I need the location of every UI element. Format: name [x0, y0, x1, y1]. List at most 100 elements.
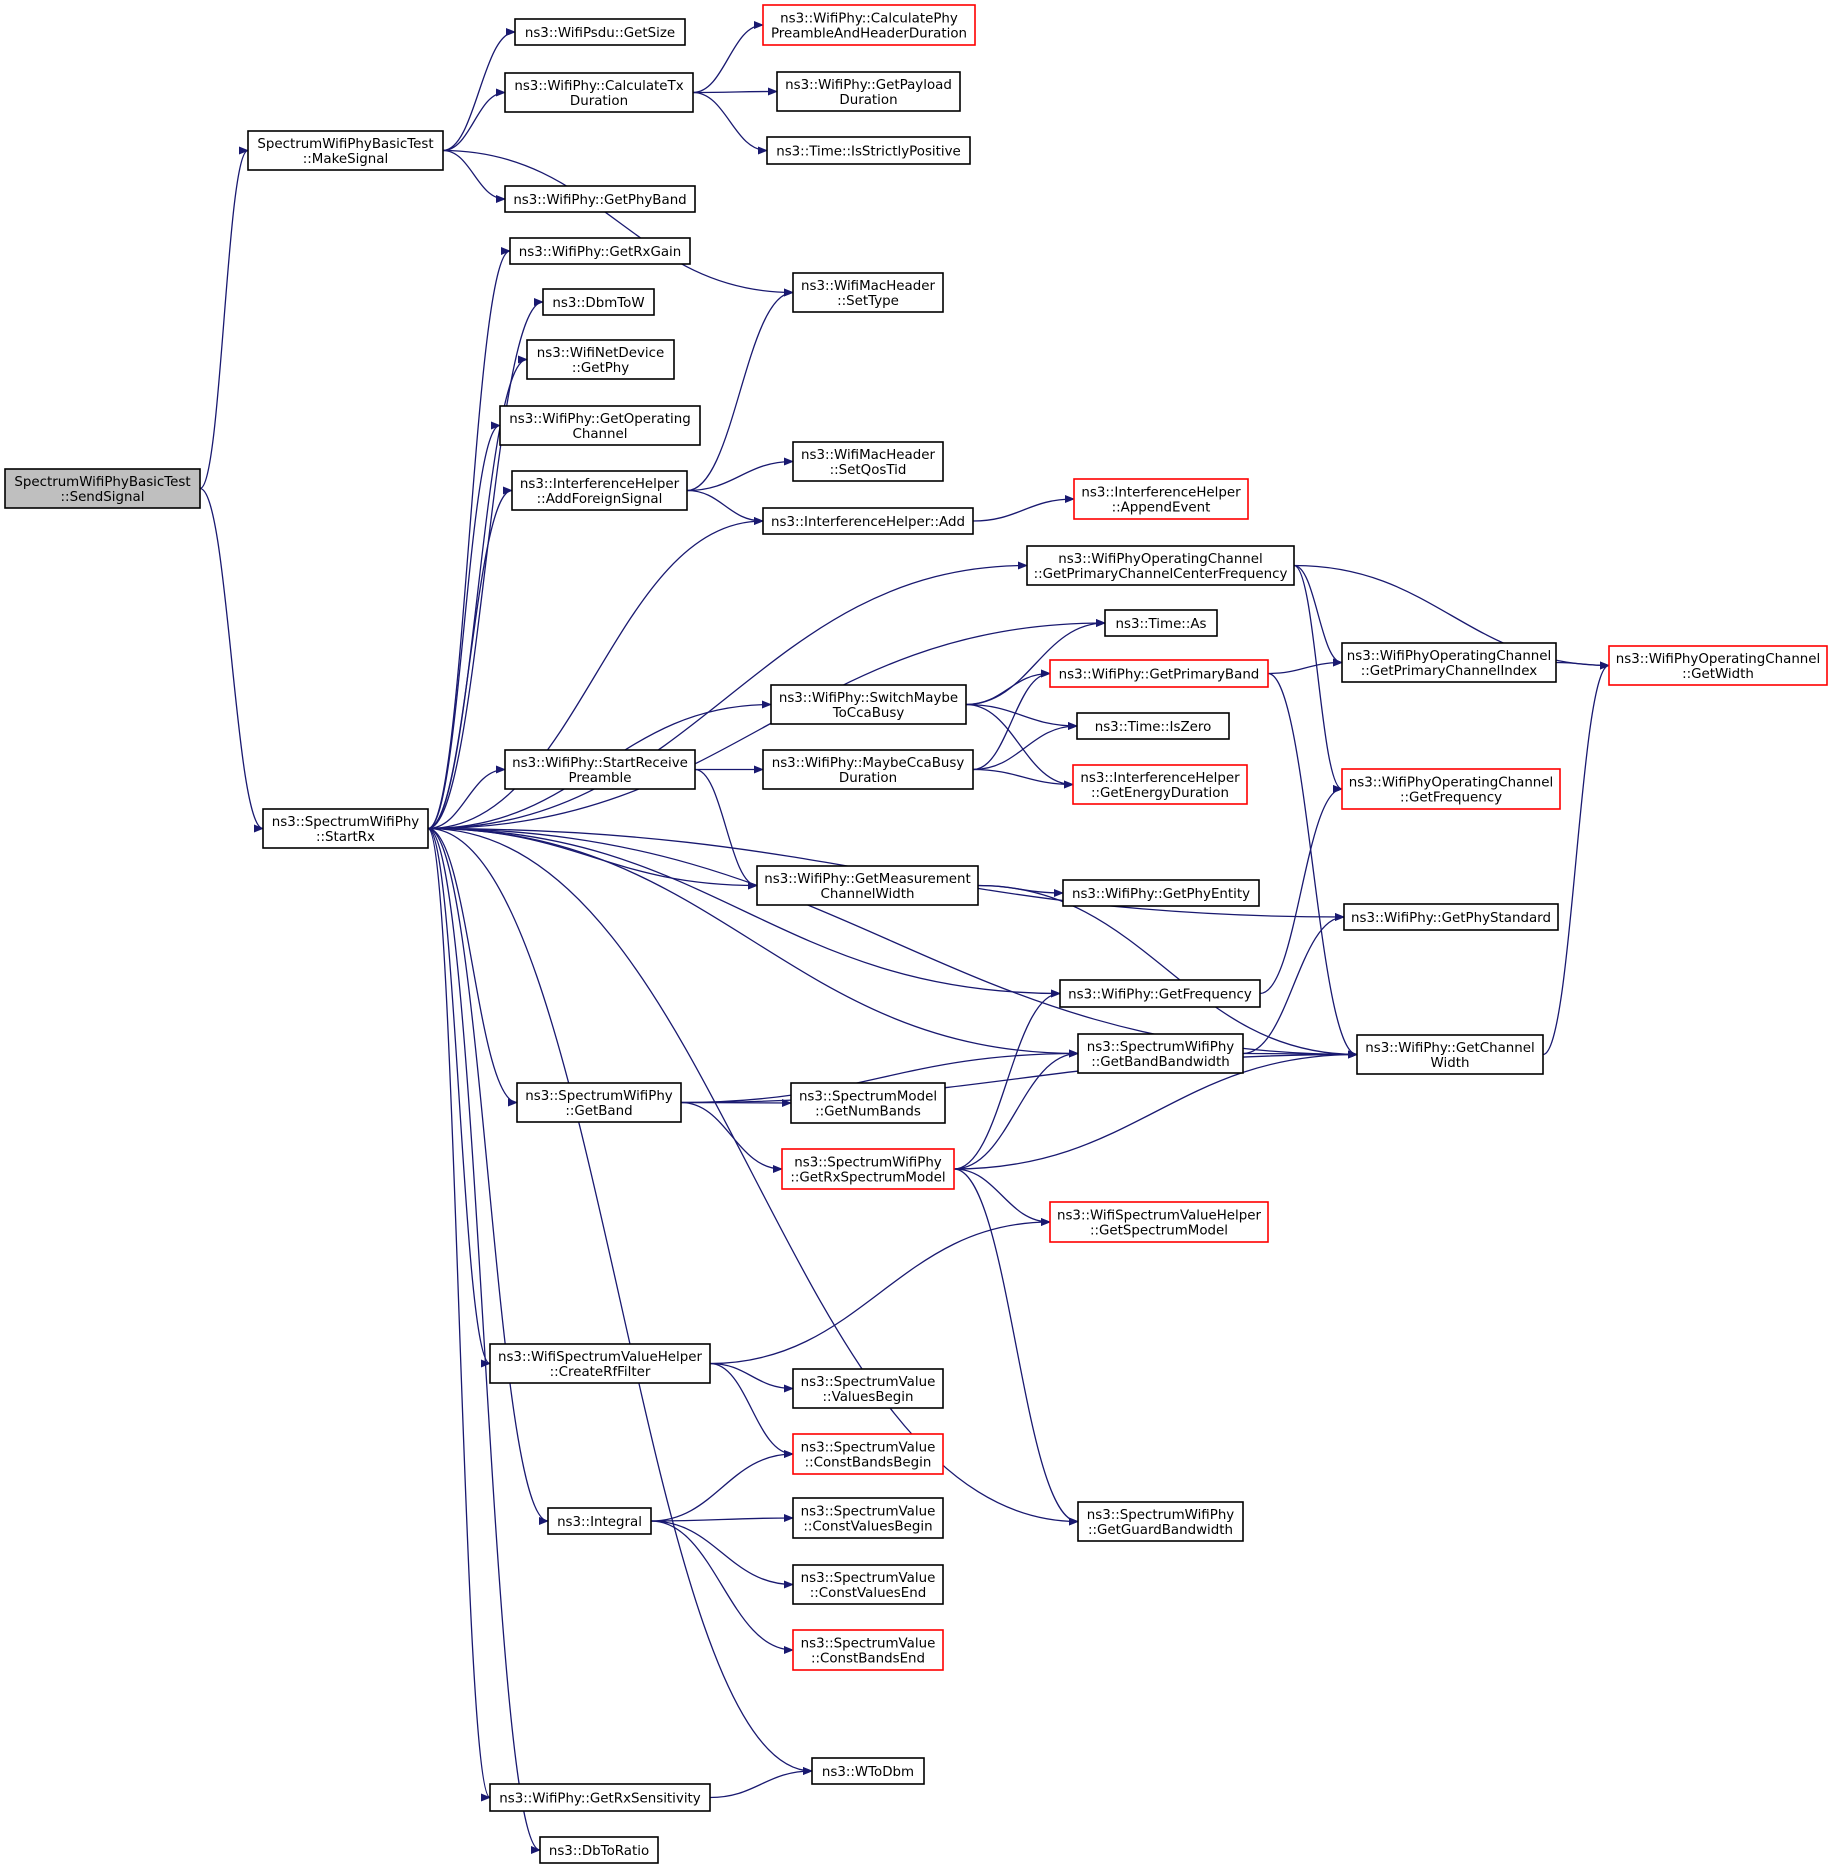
graph-edge-primcenter-to-opchan-freq [1293, 564, 1343, 793]
graph-node-getrxgain[interactable]: ns3::WifiPhy::GetRxGain [509, 237, 691, 265]
graph-edge-switchcca-to-iszero [965, 703, 1078, 730]
graph-node-valbegin[interactable]: ns3::SpectrumValue::ValuesBegin [792, 1368, 944, 1409]
node-label: ns3::InterferenceHelper::Add [771, 515, 965, 530]
edge-line [199, 487, 264, 833]
node-box [1608, 645, 1828, 686]
node-box [762, 749, 974, 790]
graph-node-isstrict[interactable]: ns3::Time::IsStrictlyPositive [766, 136, 971, 165]
graph-node-primcenter[interactable]: ns3::WifiPhyOperatingChannel::GetPrimary… [1026, 545, 1295, 586]
node-label: ::MakeSignal [303, 152, 388, 167]
node-label: ::GetEnergyDuration [1091, 786, 1229, 801]
graph-node-setqostid[interactable]: ns3::WifiMacHeader::SetQosTid [792, 441, 944, 482]
graph-node-time-as[interactable]: ns3::Time::As [1104, 609, 1218, 637]
graph-edge-primcenter-to-primindex [1293, 564, 1343, 667]
node-label: ::ConstValuesBegin [803, 1520, 932, 1535]
node-label: ns3::SpectrumValue [801, 1441, 936, 1456]
graph-node-addforeign[interactable]: ns3::InterferenceHelper::AddForeignSigna… [511, 470, 688, 511]
graph-node-rxspec[interactable]: ns3::SpectrumWifiPhy::GetRxSpectrumModel [781, 1148, 955, 1190]
graph-node-makesignal[interactable]: SpectrumWifiPhyBasicTest::MakeSignal [247, 130, 444, 171]
edge-line [1293, 564, 1610, 670]
node-label: ::GetWidth [1682, 667, 1754, 682]
graph-node-ih-add[interactable]: ns3::InterferenceHelper::Add [762, 507, 974, 535]
graph-node-cvalbegin[interactable]: ns3::SpectrumValue::ConstValuesBegin [792, 1497, 944, 1539]
node-label: ns3::WifiPhy::GetPhyEntity [1072, 887, 1250, 902]
graph-node-appendevent[interactable]: ns3::InterferenceHelper::AppendEvent [1073, 478, 1249, 520]
graph-node-cvalend[interactable]: ns3::SpectrumValue::ConstValuesEnd [792, 1564, 944, 1605]
node-label: Duration [839, 771, 897, 786]
edge-line [977, 884, 1358, 1059]
graph-node-getprimband[interactable]: ns3::WifiPhy::GetPrimaryBand [1049, 659, 1269, 688]
graph-node-getphyentity[interactable]: ns3::WifiPhy::GetPhyEntity [1062, 879, 1260, 907]
node-box [1356, 1034, 1544, 1075]
graph-node-primindex[interactable]: ns3::WifiPhyOperatingChannel::GetPrimary… [1341, 642, 1557, 683]
edge-line [686, 457, 794, 492]
edge-line [650, 1450, 794, 1522]
node-box [766, 136, 971, 165]
graph-node-psdu-getsize[interactable]: ns3::WifiPsdu::GetSize [514, 18, 686, 46]
graph-edge-startrx-to-primcenter [427, 561, 1028, 830]
graph-edge-rxspec-to-bandbw [953, 1049, 1079, 1170]
node-label: ChannelWidth [821, 887, 915, 902]
edge-line [1293, 564, 1343, 793]
graph-edge-rffilter-to-cbandsbegin [709, 1362, 794, 1458]
node-box [247, 130, 444, 171]
node-label: ns3::InterferenceHelper [1080, 771, 1240, 786]
graph-edge-startrx-to-rffilter [427, 827, 491, 1368]
graph-node-opchan-width[interactable]: ns3::WifiPhyOperatingChannel::GetWidth [1608, 645, 1828, 686]
node-label: ::SendSignal [61, 490, 145, 505]
graph-node-rxsens[interactable]: ns3::WifiPhy::GetRxSensitivity [489, 1783, 711, 1812]
graph-edge-startrx-to-getband [427, 827, 518, 1107]
graph-node-netdev-getphy[interactable]: ns3::WifiNetDevice::GetPhy [526, 339, 675, 380]
graph-node-root[interactable]: SpectrumWifiPhyBasicTest::SendSignal [4, 468, 201, 509]
graph-edge-addforeign-to-ih-add [686, 489, 764, 525]
node-box [792, 1564, 944, 1605]
graph-node-numbands[interactable]: ns3::SpectrumModel::GetNumBands [790, 1082, 946, 1124]
graph-node-energydur[interactable]: ns3::InterferenceHelper::GetEnergyDurati… [1072, 764, 1248, 805]
graph-node-cbandsend[interactable]: ns3::SpectrumValue::ConstBandsEnd [792, 1629, 944, 1671]
graph-node-wtodbm[interactable]: ns3::WToDbm [811, 1757, 925, 1785]
graph-node-getfreq[interactable]: ns3::WifiPhy::GetFrequency [1059, 979, 1261, 1008]
graph-node-getband[interactable]: ns3::SpectrumWifiPhy::GetBand [516, 1082, 682, 1123]
graph-node-guardbw[interactable]: ns3::SpectrumWifiPhy::GetGuardBandwidth [1077, 1501, 1244, 1542]
node-label: ::SetType [837, 294, 899, 309]
graph-node-bandbw[interactable]: ns3::SpectrumWifiPhy::GetBandBandwidth [1077, 1033, 1244, 1074]
graph-node-iszero[interactable]: ns3::Time::IsZero [1076, 712, 1230, 740]
graph-node-integral[interactable]: ns3::Integral [547, 1507, 652, 1535]
graph-node-cbandsbegin[interactable]: ns3::SpectrumValue::ConstBandsBegin [792, 1433, 944, 1475]
graph-node-dbtoratio[interactable]: ns3::DbToRatio [539, 1836, 659, 1864]
graph-node-dbmtow[interactable]: ns3::DbmToW [542, 288, 655, 316]
node-label: ::CreateRfFilter [550, 1365, 651, 1380]
edge-layer [199, 21, 1610, 1854]
node-label: ::ValuesBegin [823, 1390, 914, 1405]
graph-node-wsv-specmodel[interactable]: ns3::WifiSpectrumValueHelper::GetSpectru… [1049, 1201, 1269, 1243]
graph-edge-startrx-to-startrecv [427, 765, 506, 830]
node-box [489, 1343, 711, 1384]
graph-node-calcpre[interactable]: ns3::WifiPhy::CalculatePhyPreambleAndHea… [762, 4, 976, 46]
graph-edge-switchcca-to-getprimband [965, 669, 1051, 706]
graph-node-rffilter[interactable]: ns3::WifiSpectrumValueHelper::CreateRfFi… [489, 1343, 711, 1384]
graph-edge-addforeign-to-setqostid [686, 457, 794, 492]
node-label: ::ConstBandsEnd [811, 1652, 925, 1667]
edge-line [427, 561, 1028, 830]
edge-line [650, 1520, 794, 1654]
node-label: ::AddForeignSignal [537, 492, 663, 507]
node-label: ToCcaBusy [832, 706, 905, 721]
graph-node-getphystd[interactable]: ns3::WifiPhy::GetPhyStandard [1343, 903, 1559, 931]
graph-node-settype[interactable]: ns3::WifiMacHeader::SetType [792, 272, 944, 313]
graph-node-startrx[interactable]: ns3::SpectrumWifiPhy::StartRx [262, 808, 429, 849]
node-label: ns3::WifiSpectrumValueHelper [1057, 1209, 1262, 1224]
graph-node-getphyband[interactable]: ns3::WifiPhy::GetPhyBand [504, 185, 696, 213]
node-label: ns3::Time::IsZero [1095, 720, 1212, 735]
graph-node-opchan-freq[interactable]: ns3::WifiPhyOperatingChannel::GetFrequen… [1341, 768, 1561, 810]
node-label: SpectrumWifiPhyBasicTest [14, 475, 190, 490]
edge-line [427, 421, 501, 830]
node-label: ::GetSpectrumModel [1090, 1224, 1228, 1239]
